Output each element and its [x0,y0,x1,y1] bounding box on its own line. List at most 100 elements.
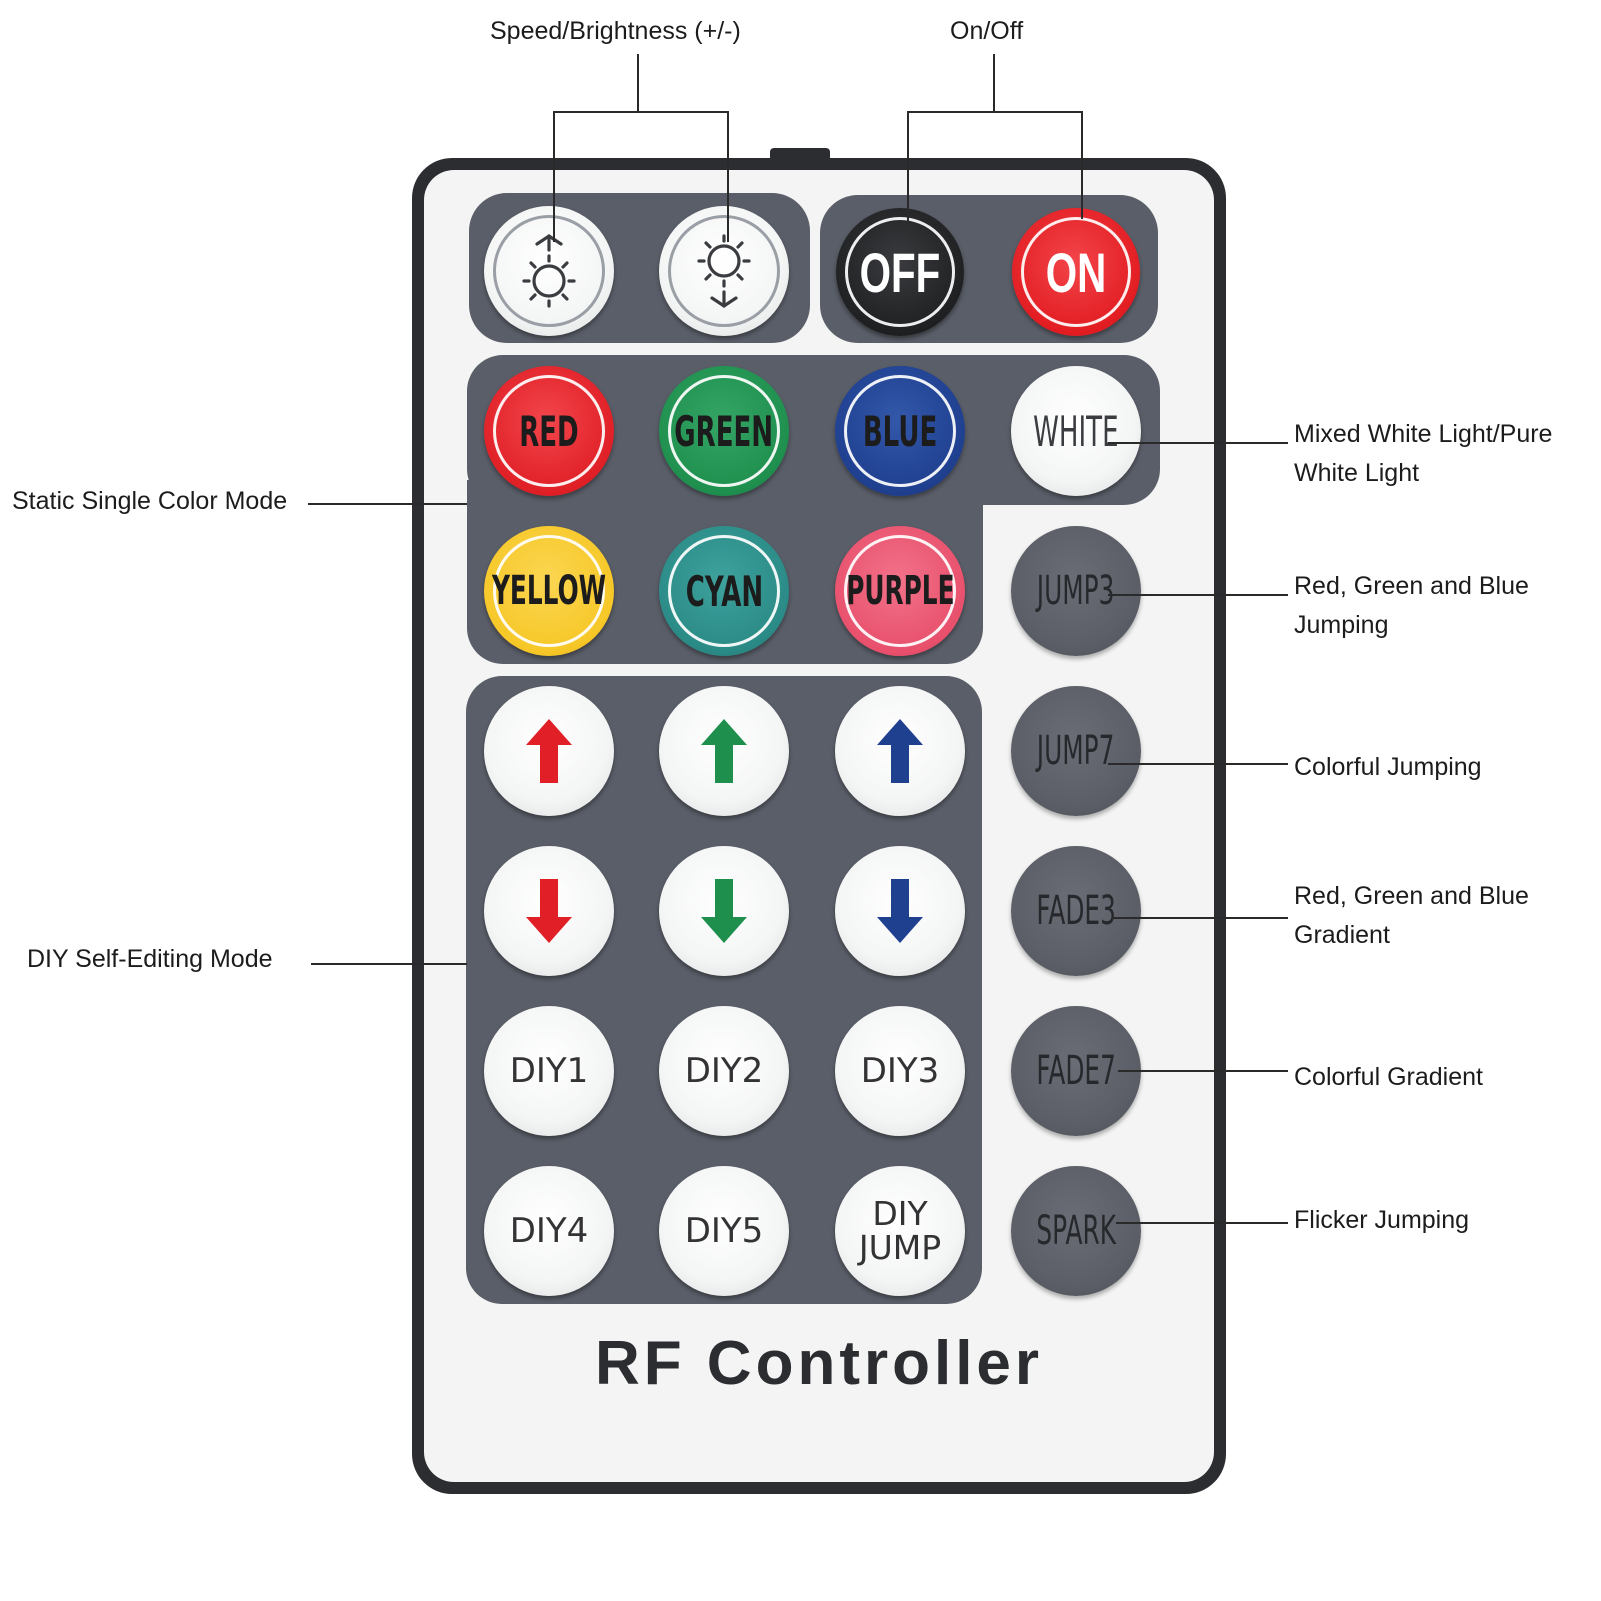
callout-jump3: Red, Green and Blue Jumping [1294,567,1529,645]
on-label: ON [1045,240,1107,304]
diy-jump-button[interactable]: DIY JUMP [835,1166,965,1296]
jump3-label: JUMP3 [1037,568,1115,614]
diy2-label: DIY2 [684,1051,764,1091]
diy5-button[interactable]: DIY5 [659,1166,789,1296]
leader-speed-right [727,111,729,242]
jump7-button[interactable]: JUMP7 [1011,686,1141,816]
leader-jump7 [1108,763,1288,765]
leader-onoff-left [907,111,909,223]
callout-jump7: Colorful Jumping [1294,753,1482,781]
diy5-label: DIY5 [684,1211,764,1251]
fade3-button[interactable]: FADE3 [1011,846,1141,976]
leader-static [308,503,467,505]
arrow-up-icon [701,719,747,783]
callout-white: Mixed White Light/Pure White Light [1294,415,1552,493]
blue-up-button[interactable] [835,686,965,816]
callout-fade3: Red, Green and Blue Gradient [1294,877,1529,955]
leader-fade7 [1118,1070,1288,1072]
leader-speed-bar [553,111,729,113]
green-label: GREEN [674,406,774,456]
callout-white-line2: White Light [1294,459,1420,487]
leader-onoff-right [1081,111,1083,219]
arrow-down-icon [877,879,923,943]
diy3-label: DIY3 [860,1051,940,1091]
off-label: OFF [859,240,941,304]
leader-diy [311,963,467,965]
leader-speed-left [553,111,555,242]
white-button[interactable]: WHITE [1011,366,1141,496]
cyan-ring [668,535,780,647]
arrow-down-icon [526,879,572,943]
brightness-up-button[interactable] [484,206,614,336]
yellow-label: YELLOW [491,568,607,614]
callout-on-off: On/Off [950,17,1024,45]
blue-label: BLUE [862,406,938,456]
callout-fade7: Colorful Gradient [1294,1063,1483,1091]
green-button[interactable]: GREEN [659,366,789,496]
callout-diy-mode: DIY Self-Editing Mode [27,945,273,973]
off-button[interactable]: OFF [836,208,964,336]
callout-spark: Flicker Jumping [1294,1206,1470,1234]
arrow-up-icon [526,719,572,783]
red-up-button[interactable] [484,686,614,816]
leader-onoff-bar [907,111,1083,113]
green-down-button[interactable] [659,846,789,976]
diy3-button[interactable]: DIY3 [835,1006,965,1136]
leader-white [1108,442,1288,444]
green-ring [668,375,780,487]
fade3-label: FADE3 [1036,888,1116,934]
diy1-button[interactable]: DIY1 [484,1006,614,1136]
leader-speed-stem [637,54,639,112]
jump7-label: JUMP7 [1037,728,1115,774]
purple-button[interactable]: PURPLE [835,526,965,656]
red-label: RED [519,406,579,456]
brand-label: RF Controller [594,1329,1044,1398]
sun-plus-icon [522,234,576,308]
diy2-button[interactable]: DIY2 [659,1006,789,1136]
purple-ring [844,535,956,647]
green-up-button[interactable] [659,686,789,816]
callout-fade3-line1: Red, Green and Blue [1294,882,1529,910]
callout-speed-brightness: Speed/Brightness (+/-) [490,17,741,45]
arrow-up-icon [877,719,923,783]
leader-jump3 [1108,594,1288,596]
cyan-label: CYAN [685,566,763,616]
arrow-down-icon [701,879,747,943]
diy-jump-label-line2: JUMP [858,1228,942,1267]
diy4-button[interactable]: DIY4 [484,1166,614,1296]
red-ring [493,375,605,487]
leader-onoff-stem [993,54,995,112]
callout-jump3-line2: Jumping [1294,611,1389,639]
diy-jump-label-line1: DIY [872,1194,928,1233]
leader-fade3 [1112,917,1288,919]
fade7-label: FADE7 [1036,1048,1116,1094]
red-down-button[interactable] [484,846,614,976]
sun-minus-icon [697,234,751,308]
remote-notch [770,148,830,160]
blue-ring [844,375,956,487]
on-button[interactable]: ON [1012,208,1140,336]
diy-jump-label: DIY JUMP [859,1197,941,1265]
spark-label: SPARK [1036,1208,1116,1254]
yellow-button[interactable]: YELLOW [484,526,614,656]
off-ring [845,217,955,327]
diy4-label: DIY4 [509,1211,589,1251]
blue-button[interactable]: BLUE [835,366,965,496]
yellow-ring [493,535,605,647]
spark-button[interactable]: SPARK [1011,1166,1141,1296]
callout-fade3-line2: Gradient [1294,921,1390,949]
callout-white-line1: Mixed White Light/Pure [1294,420,1553,448]
purple-label: PURPLE [845,568,955,614]
white-label: WHITE [1033,406,1119,456]
callout-static-mode: Static Single Color Mode [12,487,288,515]
brightness-down-button[interactable] [659,206,789,336]
on-ring [1021,217,1131,327]
diy1-label: DIY1 [509,1051,589,1091]
red-button[interactable]: RED [484,366,614,496]
leader-spark [1116,1222,1288,1224]
cyan-button[interactable]: CYAN [659,526,789,656]
jump3-button[interactable]: JUMP3 [1011,526,1141,656]
callout-jump3-line1: Red, Green and Blue [1294,572,1529,600]
blue-down-button[interactable] [835,846,965,976]
